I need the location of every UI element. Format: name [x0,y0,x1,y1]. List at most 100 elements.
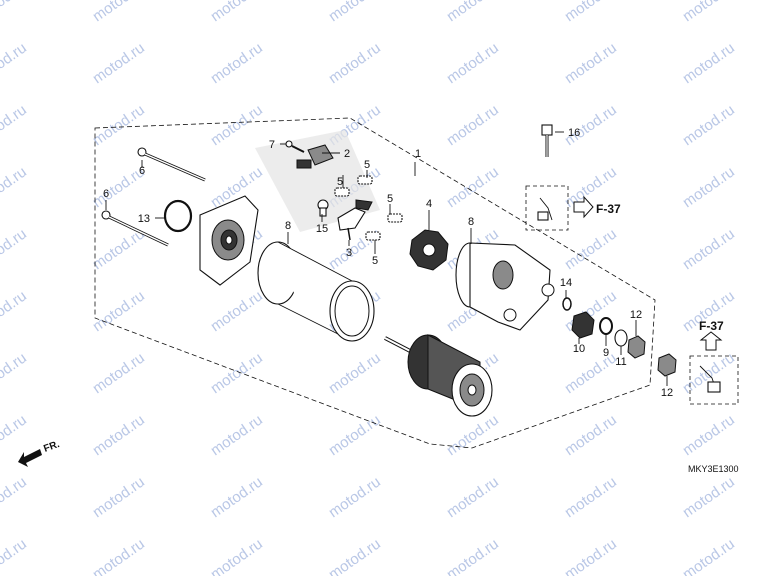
watermark-text-67: motod.ru [326,411,384,459]
watermark-text-18: motod.ru [208,39,266,87]
cable-terminal [699,365,721,393]
watermark-text-66: motod.ru [208,411,266,459]
watermark-text-77: motod.ru [562,473,620,521]
nut-12-lower [657,353,677,377]
watermark-text-70: motod.ru [680,411,738,459]
watermark-text-78: motod.ru [680,473,738,521]
callout-3: 3 [346,247,352,259]
watermark-text-74: motod.ru [208,473,266,521]
front-cover [455,242,555,331]
brush-terminal [296,144,334,169]
washer-11 [614,329,628,347]
callout-5-a: 5 [364,159,370,171]
brush-holder [337,199,373,241]
watermark-text-73: motod.ru [90,473,148,521]
watermark-text-80: motod.ru [0,535,30,576]
brush-area-shade [255,130,380,232]
watermark-text-50: motod.ru [208,287,266,335]
watermark-text-10: motod.ru [208,0,266,25]
cable-detail-box-2 [689,355,739,405]
front-direction-label: FR. [42,439,61,455]
motor-yoke [257,241,375,342]
watermark-text-13: motod.ru [562,0,620,25]
watermark-text-36: motod.ru [444,163,502,211]
watermark-text-46: motod.ru [680,225,738,273]
watermark-text-75: motod.ru [326,473,384,521]
watermark-text-28: motod.ru [444,101,502,149]
watermark-text-32: motod.ru [0,163,30,211]
callout-12-upper: 12 [630,309,642,321]
callout-13: 13 [138,213,150,225]
callout-5-d: 5 [372,255,378,267]
watermark-text-40: motod.ru [0,225,30,273]
callout-10: 10 [573,343,585,355]
callout-12-lower: 12 [661,387,673,399]
watermark-text-56: motod.ru [0,349,30,397]
callout-2: 2 [344,148,350,160]
arrow-up-icon [699,331,723,351]
cable-detail-box [525,185,569,231]
diagram-code: MKY3E1300 [688,464,739,474]
watermark-text-11: motod.ru [326,0,384,25]
callout-1: 1 [415,148,421,160]
callout-6-upper: 6 [139,165,145,177]
watermark-text-16: motod.ru [0,39,30,87]
callout-15: 15 [316,223,328,235]
cross-reference-top[interactable]: F-37 [699,319,724,333]
brush-holder-screw [317,199,329,217]
watermark-text-14: motod.ru [680,0,738,25]
watermark-text-85: motod.ru [562,535,620,576]
watermark-text-21: motod.ru [562,39,620,87]
callout-16: 16 [568,127,580,139]
watermark-text-68: motod.ru [444,411,502,459]
watermark-text-57: motod.ru [90,349,148,397]
cross-reference-right[interactable]: F-37 [596,202,621,216]
watermark-text-69: motod.ru [562,411,620,459]
watermark-text-64: motod.ru [0,411,30,459]
watermark-text-26: motod.ru [208,101,266,149]
watermark-text-81: motod.ru [90,535,148,576]
callout-5-b: 5 [337,176,343,188]
nut-12-upper [627,335,646,359]
watermark-text-29: motod.ru [562,101,620,149]
front-arrow-icon [18,449,42,467]
watermark-text-49: motod.ru [90,287,148,335]
callout-8-left: 8 [285,220,291,232]
watermark-text-76: motod.ru [444,473,502,521]
watermark-text-12: motod.ru [444,0,502,25]
o-ring [163,199,193,233]
armature [384,334,493,417]
mounting-bolt [541,124,553,157]
watermark-text-65: motod.ru [90,411,148,459]
long-bolt-upper [137,147,206,182]
watermark-text-84: motod.ru [444,535,502,576]
watermark-text-61: motod.ru [562,349,620,397]
watermark-text-8: motod.ru [0,0,30,25]
watermark-text-59: motod.ru [326,349,384,397]
rear-cover [199,195,259,286]
cable-connector [537,197,553,221]
watermark-text-25: motod.ru [90,101,148,149]
watermark-text-45: motod.ru [562,225,620,273]
arrow-right-icon [573,195,594,219]
callout-7: 7 [269,139,275,151]
watermark-text-82: motod.ru [208,535,266,576]
watermark-text-9: motod.ru [90,0,148,25]
watermark-text-72: motod.ru [0,473,30,521]
callout-9: 9 [603,347,609,359]
callout-4: 4 [426,198,432,210]
washer [562,297,572,311]
assembly-outline [94,117,656,449]
watermark-text-19: motod.ru [326,39,384,87]
long-bolt-lower [101,210,169,247]
terminal-nut-10 [571,311,595,339]
callout-5-c: 5 [387,193,393,205]
callout-8-right: 8 [468,216,474,228]
damper-coupling [409,229,449,271]
callout-6-lower: 6 [103,188,109,200]
watermark-text-83: motod.ru [326,535,384,576]
watermark-text-86: motod.ru [680,535,738,576]
